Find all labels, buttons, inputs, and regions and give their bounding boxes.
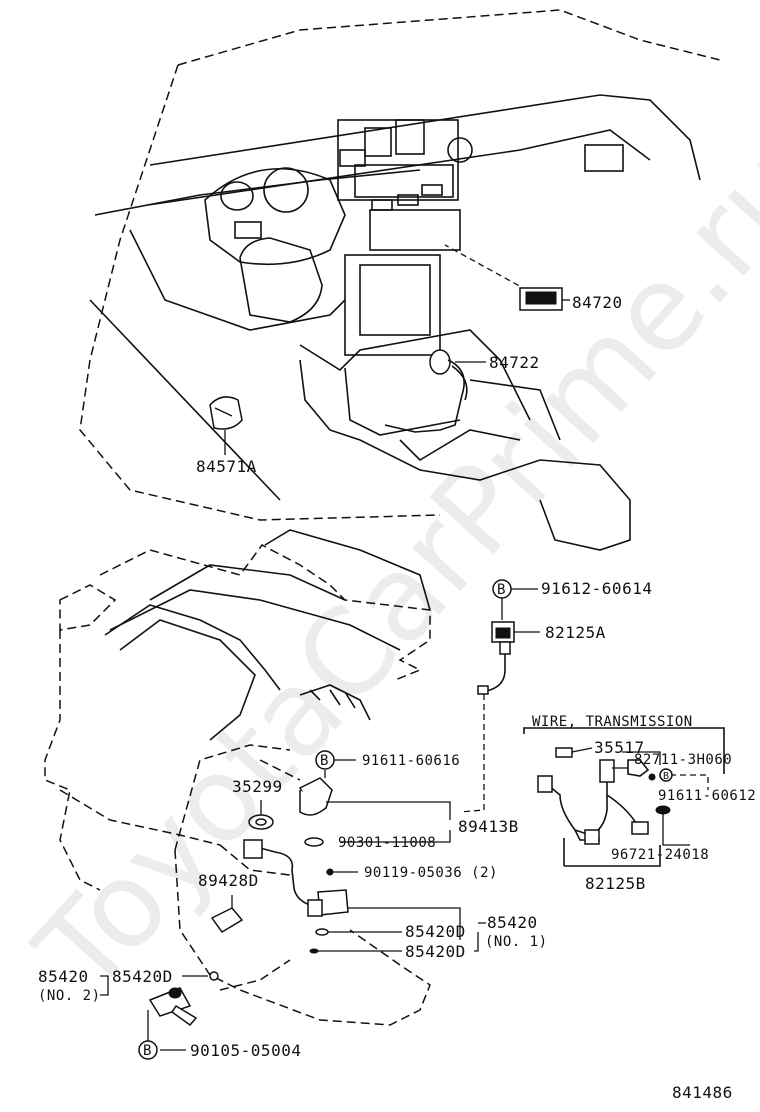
part-85420-no2-sensor: [100, 971, 219, 1045]
label-35517: 35517: [594, 738, 645, 757]
label-85420D-c: 85420D: [112, 967, 173, 986]
part-84722-connector: [384, 349, 486, 433]
label-90301-11008: 90301-11008: [338, 835, 436, 851]
label-84571A: 84571A: [196, 457, 257, 476]
label-90119-05036: 90119-05036 (2): [364, 865, 498, 881]
bolt-marker-3-text: B: [663, 771, 670, 782]
label-82125A: 82125A: [545, 623, 606, 642]
bolt-marker-4-text: B: [143, 1043, 152, 1059]
part-84571A-knob: [209, 396, 243, 455]
label-89428D: 89428D: [198, 871, 259, 890]
label-85420-no2: 85420: [38, 967, 89, 986]
part-85420-no1-sensor: [243, 839, 486, 954]
label-89413B: 89413B: [458, 817, 519, 836]
label-90105-05004: 90105-05004: [190, 1041, 301, 1060]
label-no2: (NO. 2): [38, 988, 101, 1004]
label-84720: 84720: [572, 293, 623, 312]
label-no1: (NO. 1): [485, 934, 548, 950]
part-89428D-sensor: [210, 895, 244, 933]
label-35299: 35299: [232, 777, 283, 796]
figure-id: 841486: [672, 1083, 733, 1102]
label-wire-transmission: WIRE, TRANSMISSION: [532, 714, 693, 730]
engine-illustration: [44, 529, 431, 1026]
label-84722: 84722: [489, 353, 540, 372]
bolt-marker-1: B: [492, 579, 512, 599]
bolt-marker-1-text: B: [497, 582, 506, 598]
label-85420-no1: 85420: [487, 913, 538, 932]
watermark: ToyotaCarPrime.ru: [10, 119, 760, 1020]
bolt-marker-3: B: [659, 768, 673, 782]
label-91611-60616: 91611-60616: [362, 753, 460, 769]
label-85420D-b: 85420D: [405, 942, 466, 961]
label-91612-60614: 91612-60614: [541, 579, 652, 598]
part-84720-switch: [519, 287, 570, 311]
part-89413B-sensor: [298, 770, 451, 847]
label-85420D-a: 85420D: [405, 922, 466, 941]
label-96721-24018: 96721-24018: [611, 847, 709, 863]
label-82711-3H060: 82711-3H060: [634, 752, 732, 768]
part-35299-gasket: [248, 800, 274, 830]
dashboard-illustration: [79, 9, 721, 551]
part-82125A-sensor: [459, 598, 540, 813]
label-82125B: 82125B: [585, 874, 646, 893]
label-91611-60612: 91611-60612: [658, 788, 756, 804]
bolt-marker-4: B: [138, 1040, 158, 1060]
bolt-marker-2-text: B: [320, 753, 329, 769]
